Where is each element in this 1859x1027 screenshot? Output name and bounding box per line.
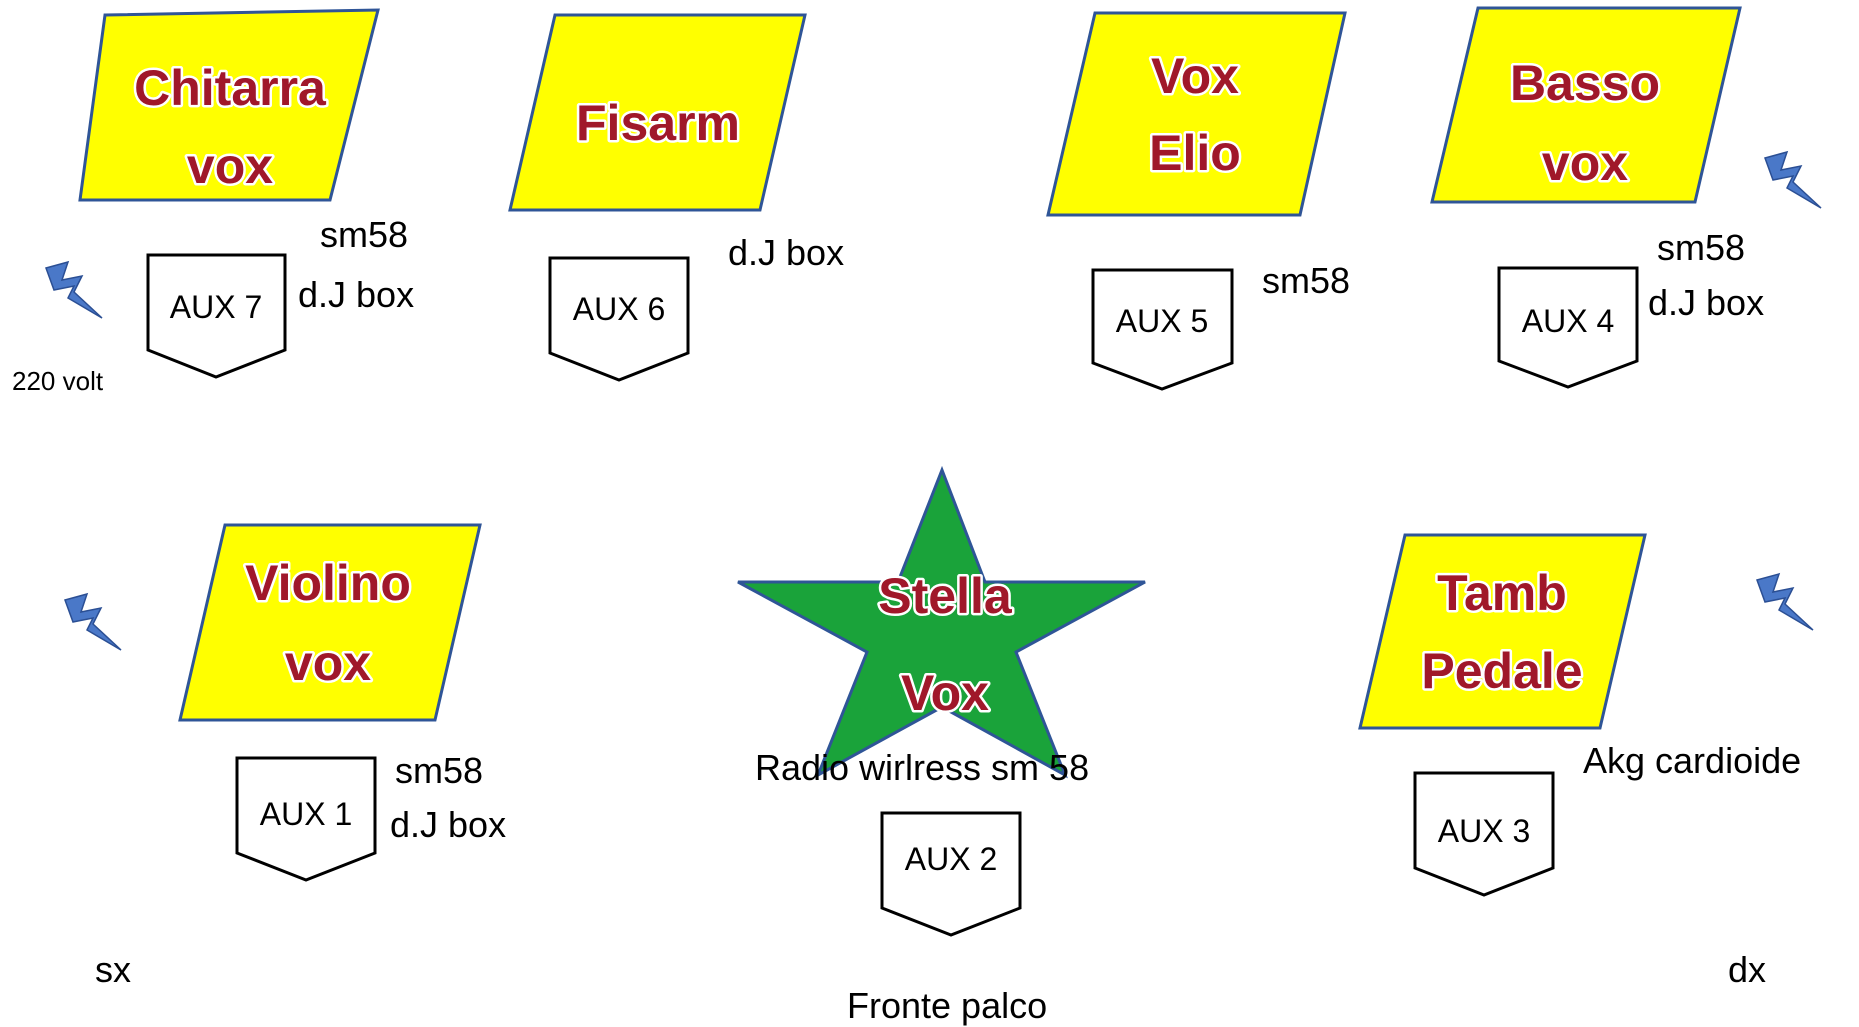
instrument-basso: Basso vox bbox=[1430, 6, 1742, 204]
monitor-aux7: AUX 7 bbox=[146, 253, 287, 379]
monitor-aux5-label: AUX 5 bbox=[1116, 303, 1208, 339]
instrument-tamb-line1: Tamb bbox=[1437, 565, 1567, 621]
monitor-aux3: AUX 3 bbox=[1413, 771, 1555, 897]
monitor-aux4-label: AUX 4 bbox=[1522, 303, 1614, 339]
note-chitarra-di: d.J box bbox=[298, 274, 414, 315]
monitor-aux3-label: AUX 3 bbox=[1438, 813, 1530, 849]
instrument-violino: Violino vox bbox=[178, 523, 482, 722]
note-fisarm-di: d.J box bbox=[728, 232, 844, 273]
monitor-aux1: AUX 1 bbox=[235, 756, 377, 882]
instrument-fisarm-line1: Fisarm bbox=[576, 95, 740, 151]
note-tamb-mic: Akg cardioide bbox=[1583, 740, 1801, 781]
note-chitarra-mic: sm58 bbox=[320, 214, 408, 255]
monitor-aux7-label: AUX 7 bbox=[170, 289, 262, 325]
lightning-bolt-icon bbox=[1756, 573, 1814, 631]
note-elio-mic: sm58 bbox=[1262, 260, 1350, 301]
lightning-bolt-icon bbox=[1764, 151, 1822, 209]
note-right: dx bbox=[1728, 949, 1766, 990]
instrument-basso-line1: Basso bbox=[1510, 55, 1660, 111]
instrument-vox-elio: Vox Elio bbox=[1046, 11, 1347, 217]
instrument-chitarra: Chitarra vox bbox=[78, 8, 380, 202]
lightning-bolt-icon bbox=[64, 593, 122, 651]
note-left: sx bbox=[95, 949, 131, 990]
instrument-vox-elio-line1: Vox bbox=[1151, 48, 1239, 104]
monitor-aux6: AUX 6 bbox=[548, 256, 690, 382]
note-power: 220 volt bbox=[12, 366, 104, 396]
instrument-tamb: Tamb Pedale bbox=[1358, 533, 1647, 730]
instrument-violino-line1: Violino bbox=[245, 555, 411, 611]
note-front: Fronte palco bbox=[847, 985, 1047, 1026]
monitor-aux6-label: AUX 6 bbox=[573, 291, 665, 327]
instrument-chitarra-line1: Chitarra bbox=[134, 60, 327, 116]
note-stella-mic: Radio wirlress sm 58 bbox=[755, 747, 1089, 788]
note-violino-di: d.J box bbox=[390, 804, 506, 845]
monitor-aux2: AUX 2 bbox=[880, 811, 1022, 937]
note-violino-mic: sm58 bbox=[395, 750, 483, 791]
instrument-chitarra-line2: vox bbox=[187, 138, 273, 194]
instrument-violino-line2: vox bbox=[285, 635, 371, 691]
instrument-vox-elio-line2: Elio bbox=[1149, 125, 1241, 181]
instrument-fisarm: Fisarm bbox=[508, 13, 807, 212]
lightning-bolt-icon bbox=[45, 261, 103, 319]
instrument-basso-line2: vox bbox=[1542, 135, 1628, 191]
monitor-aux4: AUX 4 bbox=[1497, 266, 1639, 389]
monitor-aux1-label: AUX 1 bbox=[260, 796, 352, 832]
monitor-aux2-label: AUX 2 bbox=[905, 841, 997, 877]
instrument-stella-line1: Stella bbox=[878, 568, 1013, 624]
note-basso-mic: sm58 bbox=[1657, 227, 1745, 268]
monitor-aux5: AUX 5 bbox=[1091, 268, 1234, 391]
note-basso-di: d.J box bbox=[1648, 282, 1764, 323]
instrument-stella: Stella Vox bbox=[737, 465, 1146, 779]
instrument-tamb-line2: Pedale bbox=[1421, 643, 1582, 699]
instrument-stella-line2: Vox bbox=[901, 665, 989, 721]
